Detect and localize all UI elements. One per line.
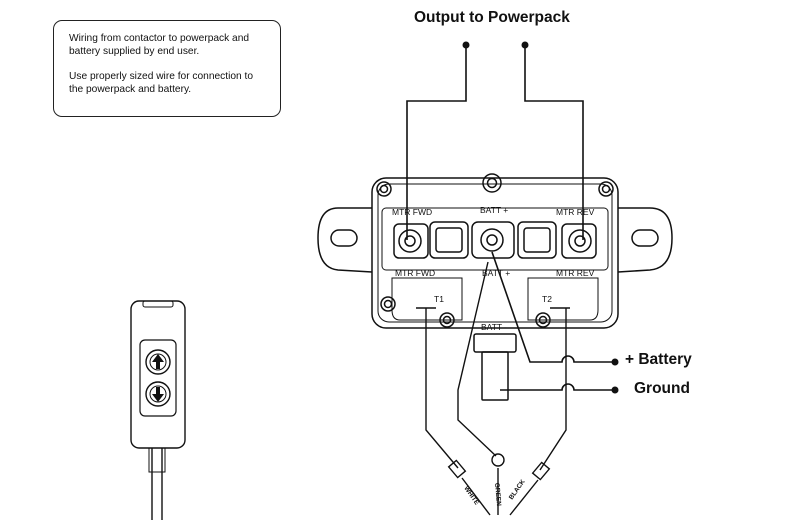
down-arrow-icon[interactable] — [145, 381, 171, 407]
label-batt-plus-bottom: BATT + — [482, 268, 510, 278]
wire-label-green: GREEN — [493, 483, 502, 507]
wire-labels: WHITE GREEN BLACK — [462, 478, 526, 507]
up-arrow-icon[interactable] — [145, 349, 171, 375]
control-wires — [425, 261, 567, 516]
contactor-labels: MTR FWD BATT + MTR REV MTR FWD BATT + MT… — [392, 205, 595, 332]
ground-label: Ground — [634, 380, 690, 397]
label-t2: T2 — [542, 294, 552, 304]
wiring-note-box: Wiring from contactor to powerpack and b… — [53, 20, 281, 117]
battery-label: + Battery — [625, 351, 692, 368]
label-mtr-rev-top: MTR REV — [556, 207, 595, 217]
label-batt-minus: BATT - — [481, 322, 507, 332]
battery-wires — [491, 251, 619, 394]
wiring-note-line-2: Use properly sized wire for connection t… — [69, 71, 254, 95]
label-t1: T1 — [434, 294, 444, 304]
output-to-powerpack-label: Output to Powerpack — [414, 9, 570, 26]
wiring-note-line-1: Wiring from contactor to powerpack and b… — [69, 33, 250, 57]
label-mtr-fwd-top: MTR FWD — [392, 207, 432, 217]
label-batt-plus-top: BATT + — [480, 205, 508, 215]
output-wires — [406, 41, 584, 240]
label-mtr-fwd-bottom: MTR FWD — [395, 268, 435, 278]
label-mtr-rev-bottom: MTR REV — [556, 268, 595, 278]
handheld-remote — [130, 300, 186, 520]
wire-label-white: WHITE — [462, 485, 480, 507]
contactor-body — [317, 173, 673, 401]
